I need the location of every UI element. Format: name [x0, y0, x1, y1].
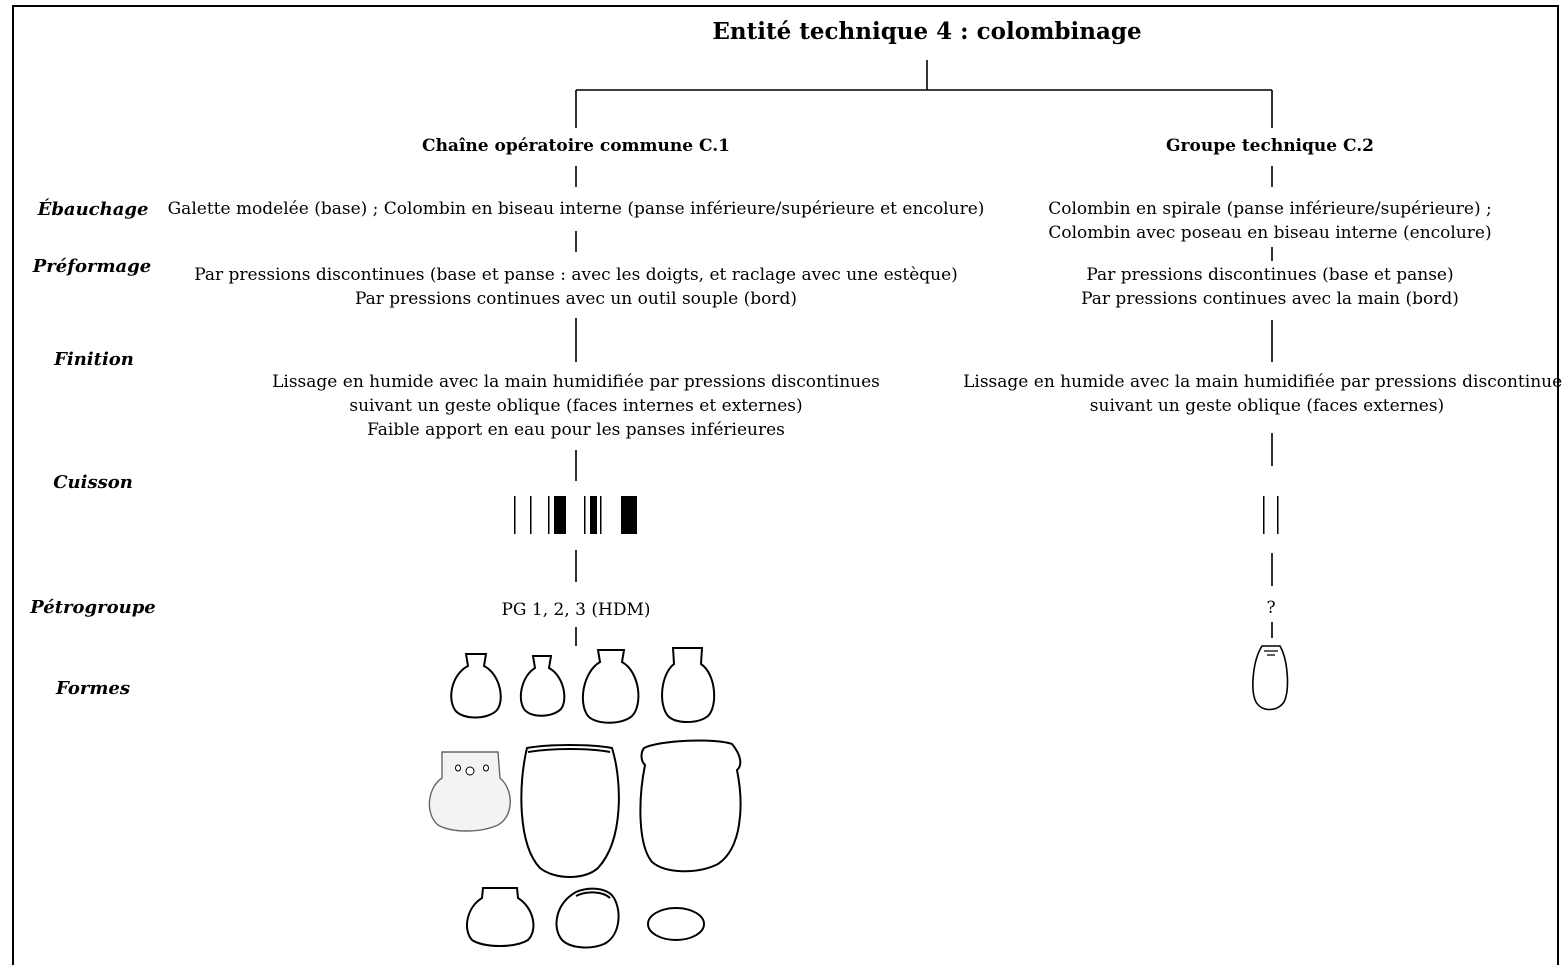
diagram-title: Entité technique 4 : colombinage: [712, 18, 1142, 45]
vessel-bottle-2: [519, 655, 566, 717]
cuisson-barcode-c2: [1263, 496, 1279, 534]
vessel-decoration-dot-2: [465, 766, 475, 776]
c1-finition-line-1: Lissage en humide avec la main humidifié…: [272, 372, 880, 392]
c2-finition-line-2: suivant un geste oblique (faces externes…: [1089, 396, 1445, 416]
vessel-bowl-2-rim: [575, 891, 611, 899]
vessel-bottle-4: [661, 647, 716, 723]
c1-finition-line-2: suivant un geste oblique (faces internes…: [349, 396, 803, 416]
c1-petrogroupe: PG 1, 2, 3 (HDM): [501, 600, 651, 620]
vessel-bottle-3: [581, 649, 640, 724]
stage-label-finition: Finition: [54, 349, 134, 370]
stage-label-preformage: Préformage: [32, 256, 152, 277]
stage-label-formes: Formes: [56, 678, 130, 699]
c1-preformage-line-1: Par pressions discontinues (base et pans…: [194, 265, 958, 285]
diagram-frame: [12, 5, 1559, 965]
vessel-dish: [647, 907, 705, 941]
c1-finition-line-3: Faible apport en eau pour les panses inf…: [367, 420, 785, 440]
c2-preformage-line-2: Par pressions continues avec la main (bo…: [1081, 289, 1459, 309]
c1-heading: Chaîne opératoire commune C.1: [422, 136, 730, 156]
vessel-bottle-1: [450, 653, 502, 719]
vessel-bowl-2: [555, 887, 620, 949]
vessel-large-jar-1: [520, 744, 620, 878]
vessel-decorated-pot: [428, 751, 511, 832]
stage-label-ebauchage: Ébauchage: [37, 199, 149, 220]
vessel-bowl-1: [465, 887, 535, 947]
c2-petrogroupe: ?: [1266, 598, 1276, 618]
vessel-large-jar-2: [639, 739, 742, 873]
c2-heading: Groupe technique C.2: [1166, 136, 1374, 156]
cuisson-barcode-c1: [514, 496, 637, 534]
stage-label-cuisson: Cuisson: [53, 472, 133, 493]
c2-ebauchage-line-1: Colombin en spirale (panse inférieure/su…: [1048, 199, 1492, 219]
vessel-large-jar-1-rim: [527, 748, 611, 753]
vessel-c2-flask: [1252, 645, 1289, 711]
c1-ebauchage: Galette modelée (base) ; Colombin en bis…: [167, 199, 985, 219]
c2-ebauchage-line-2: Colombin avec poseau en biseau interne (…: [1048, 223, 1492, 243]
c2-preformage-line-1: Par pressions discontinues (base et pans…: [1086, 265, 1454, 285]
vessel-decoration-dot-1: [455, 764, 461, 772]
stage-label-petrogroupe: Pétrogroupe: [30, 597, 156, 618]
vessel-c2-flask-mark: [1264, 650, 1278, 656]
c1-preformage-line-2: Par pressions continues avec un outil so…: [354, 289, 798, 309]
vessel-decoration-dot-3: [483, 764, 489, 772]
c2-finition-line-1: Lissage en humide avec la main humidifié…: [963, 372, 1563, 392]
